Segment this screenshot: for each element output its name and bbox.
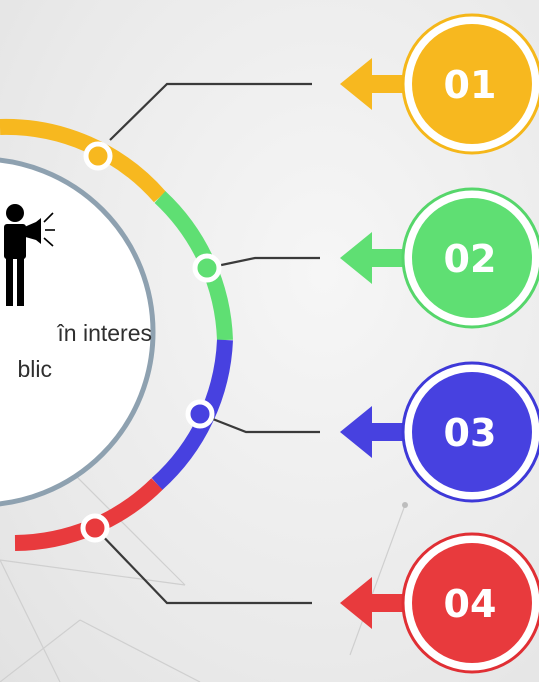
connector-03 xyxy=(199,412,320,434)
arrow-left-icon xyxy=(340,232,420,284)
arrow-left-icon xyxy=(340,406,420,458)
connector-04 xyxy=(94,527,312,605)
ring-marker-03 xyxy=(185,399,215,429)
step-number-03: 03 xyxy=(444,411,497,455)
step-number-04: 04 xyxy=(444,582,497,626)
connector-01 xyxy=(109,82,312,141)
arrow-left-icon xyxy=(340,58,420,110)
ring-markers xyxy=(80,141,222,543)
ring-marker-04 xyxy=(80,513,110,543)
ring-marker-02 xyxy=(192,253,222,283)
step-badge-01: 01 xyxy=(340,13,539,155)
step-badge-02: 02 xyxy=(340,187,539,329)
step-number-02: 02 xyxy=(444,237,497,281)
ring-segment-01 xyxy=(0,118,167,203)
center-caption-line1: în interes xyxy=(57,320,152,346)
center-caption-line2: blic xyxy=(17,356,52,382)
center-circle xyxy=(0,157,156,507)
ring-marker-01 xyxy=(83,141,113,171)
step-badge-04: 04 xyxy=(340,532,539,674)
person-megaphone-icon xyxy=(4,204,55,306)
step-badges: 01 02 03 04 xyxy=(340,13,539,674)
connector-02 xyxy=(206,256,320,270)
connector-lines xyxy=(94,82,320,605)
step-badge-03: 03 xyxy=(340,361,539,503)
step-number-01: 01 xyxy=(444,63,497,107)
arrow-left-icon xyxy=(340,577,420,629)
